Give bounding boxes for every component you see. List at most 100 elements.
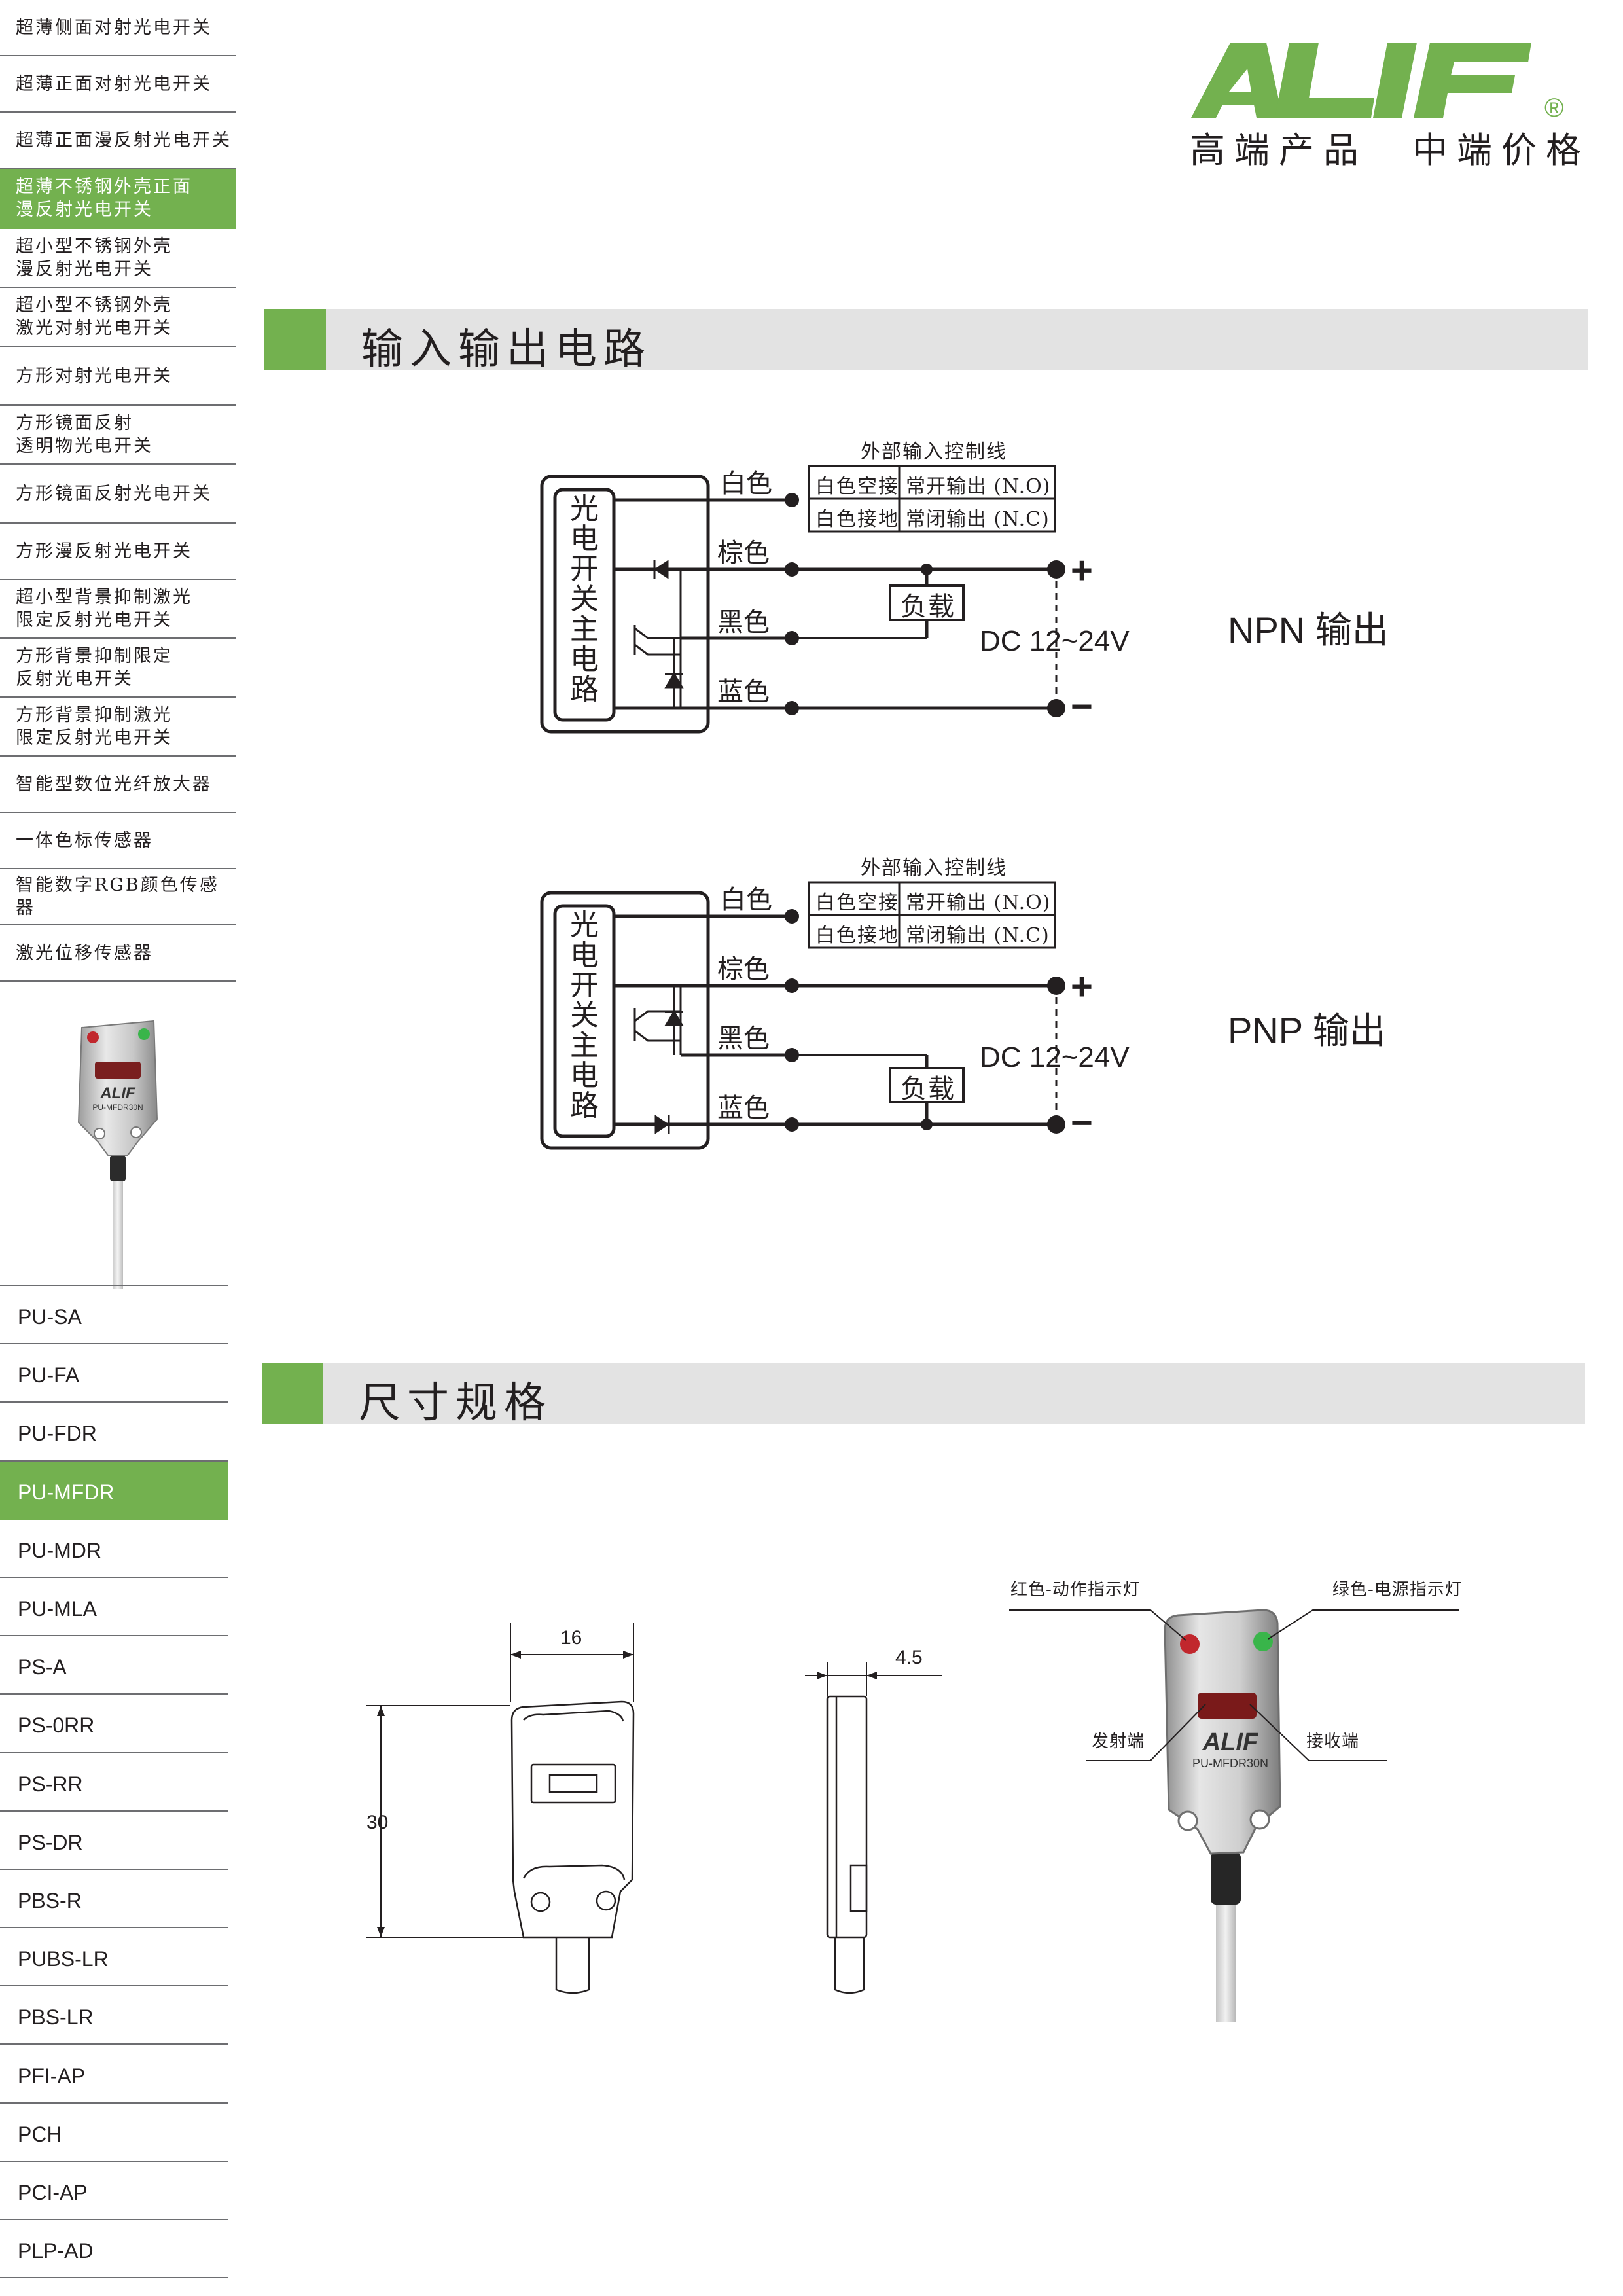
model-label: PFI-AP xyxy=(18,2064,86,2088)
red-led-label: 红色-动作指示灯 xyxy=(1010,1580,1141,1600)
pnp-wire-black: 黑色 xyxy=(717,1024,770,1054)
model-label: PCI-AP xyxy=(18,2180,88,2204)
category-label: 超薄不锈钢外壳正面 漫反射光电开关 xyxy=(16,177,192,220)
model-item[interactable]: PS-RR xyxy=(0,1753,228,1812)
model-item[interactable]: PCI-AP xyxy=(0,2162,228,2220)
slogan: 高端产品 中端价格 xyxy=(1190,130,1590,171)
npn-ext-title: 外部输入控制线 xyxy=(861,440,1007,463)
npn-ctrl-r2a: 白色接地 xyxy=(815,508,899,531)
pnp-minus: − xyxy=(1071,1102,1093,1144)
pnp-wire-white: 白色 xyxy=(720,885,772,915)
product-brand: ALIF xyxy=(1202,1729,1259,1756)
category-label: 超小型不锈钢外壳 漫反射光电开关 xyxy=(16,236,173,279)
pnp-ctrl-r2a: 白色接地 xyxy=(815,924,899,947)
io-section-header: 输入输出电路 xyxy=(264,309,1588,374)
green-led-label: 绿色-电源指示灯 xyxy=(1332,1580,1463,1600)
model-item[interactable]: PUBS-LR xyxy=(0,1928,228,1987)
npn-minus: − xyxy=(1071,685,1093,728)
pnp-wire-brown: 棕色 xyxy=(717,954,770,984)
npn-supply: DC 12~24V xyxy=(980,625,1130,657)
category-item[interactable]: 超小型不锈钢外壳 漫反射光电开关 xyxy=(0,229,236,288)
category-item[interactable]: 智能型数位光纤放大器 xyxy=(0,757,236,813)
model-label: PU-FA xyxy=(18,1363,80,1388)
category-item[interactable]: 方形背景抑制限定 反射光电开关 xyxy=(0,639,236,698)
io-section-title: 输入输出电路 xyxy=(361,325,652,374)
model-item[interactable]: PBS-LR xyxy=(0,1986,228,2045)
category-label: 超小型不锈钢外壳 激光对射光电开关 xyxy=(16,295,173,338)
category-label: 智能数字RGB颜色传感器 xyxy=(16,875,219,918)
category-label: 激光位移传感器 xyxy=(16,942,153,963)
model-item[interactable]: PU-FDR xyxy=(0,1403,228,1462)
alif-logo: ® xyxy=(1191,43,1563,122)
category-label: 方形漫反射光电开关 xyxy=(16,541,192,562)
model-label: PU-FDR xyxy=(18,1422,97,1446)
green-led-icon xyxy=(1253,1632,1273,1651)
category-item[interactable]: 超小型背景抑制激光 限定反射光电开关 xyxy=(0,580,236,639)
category-label: 方形镜面反射光电开关 xyxy=(16,483,212,504)
category-item[interactable]: 方形漫反射光电开关 xyxy=(0,524,236,580)
thumb-cable xyxy=(113,1168,123,1289)
category-item[interactable]: 超薄不锈钢外壳正面 漫反射光电开关 xyxy=(0,169,236,229)
thumb-brand: ALIF xyxy=(99,1085,136,1102)
pnp-plus: + xyxy=(1071,965,1093,1008)
model-item[interactable]: PFI-AP xyxy=(0,2045,228,2104)
category-label: 一体色标传感器 xyxy=(16,830,153,851)
model-item[interactable]: PBS-R xyxy=(0,1870,228,1929)
product-model: PU-MFDR30N xyxy=(1192,1757,1268,1770)
dim-width-label: 16 xyxy=(560,1627,582,1649)
model-item[interactable]: PLP-AD xyxy=(0,2220,228,2279)
model-item[interactable]: PU-MFDR xyxy=(0,1461,228,1520)
category-item[interactable]: 一体色标传感器 xyxy=(0,813,236,869)
npn-ctrl-r1b: 常开输出 (N.O) xyxy=(906,475,1051,498)
category-item[interactable]: 超薄正面漫反射光电开关 xyxy=(0,113,236,169)
thumb-green-led xyxy=(138,1028,150,1040)
section-accent-bar xyxy=(262,1363,323,1424)
category-item[interactable]: 方形镜面反射光电开关 xyxy=(0,465,236,524)
category-label: 方形镜面反射 透明物光电开关 xyxy=(16,413,153,456)
lens-window xyxy=(1198,1693,1257,1719)
model-item[interactable]: PU-MDR xyxy=(0,1520,228,1578)
dim-thickness-label: 4.5 xyxy=(895,1647,923,1668)
model-label: PUBS-LR xyxy=(18,1947,109,1971)
model-item[interactable]: PS-A xyxy=(0,1636,228,1695)
pnp-wire-blue: 蓝色 xyxy=(717,1093,770,1123)
category-item[interactable]: 激光位移传感器 xyxy=(0,925,236,982)
registered-mark: ® xyxy=(1544,94,1563,122)
npn-main-label: 光电开关主电路 xyxy=(570,492,599,706)
category-label: 超薄正面漫反射光电开关 xyxy=(16,130,232,151)
category-label: 方形背景抑制激光 限定反射光电开关 xyxy=(16,705,173,748)
model-item[interactable]: PU-FA xyxy=(0,1344,228,1403)
category-item[interactable]: 方形镜面反射 透明物光电开关 xyxy=(0,406,236,465)
model-item[interactable]: PS-DR xyxy=(0,1812,228,1870)
npn-wire-brown: 棕色 xyxy=(717,538,770,568)
model-item[interactable]: PU-SA xyxy=(0,1286,228,1345)
product-thumbnail: ALIF PU-MFDR30N xyxy=(77,1020,158,1289)
model-label: PBS-LR xyxy=(18,2005,94,2030)
model-item[interactable]: PU-MLA xyxy=(0,1578,228,1637)
model-label: PCH xyxy=(18,2122,62,2146)
thumb-model: PU-MFDR30N xyxy=(92,1103,143,1112)
model-label: PU-MFDR xyxy=(18,1480,115,1504)
category-label: 超薄正面对射光电开关 xyxy=(16,73,212,94)
pnp-ctrl-r1a: 白色空接 xyxy=(815,891,899,914)
npn-wire-blue: 蓝色 xyxy=(717,677,770,707)
category-item[interactable]: 智能数字RGB颜色传感器 xyxy=(0,869,236,925)
pnp-ctrl-r1b: 常开输出 (N.O) xyxy=(906,891,1051,914)
category-item[interactable]: 超小型不锈钢外壳 激光对射光电开关 xyxy=(0,288,236,347)
category-item[interactable]: 超薄侧面对射光电开关 xyxy=(0,0,236,56)
category-label: 方形对射光电开关 xyxy=(16,365,173,386)
npn-ctrl-r1a: 白色空接 xyxy=(815,475,899,498)
npn-plus: + xyxy=(1071,549,1093,592)
model-item[interactable]: PS-0RR xyxy=(0,1695,228,1753)
pnp-ctrl-r2b: 常闭输出 (N.C) xyxy=(906,924,1050,947)
pnp-main-label: 光电开关主电路 xyxy=(570,908,599,1122)
receiver-label: 接收端 xyxy=(1306,1732,1360,1751)
category-item[interactable]: 方形对射光电开关 xyxy=(0,347,236,406)
model-item[interactable]: PCH xyxy=(0,2104,228,2162)
category-item[interactable]: 方形背景抑制激光 限定反射光电开关 xyxy=(0,698,236,757)
category-item[interactable]: 超薄正面对射光电开关 xyxy=(0,56,236,113)
